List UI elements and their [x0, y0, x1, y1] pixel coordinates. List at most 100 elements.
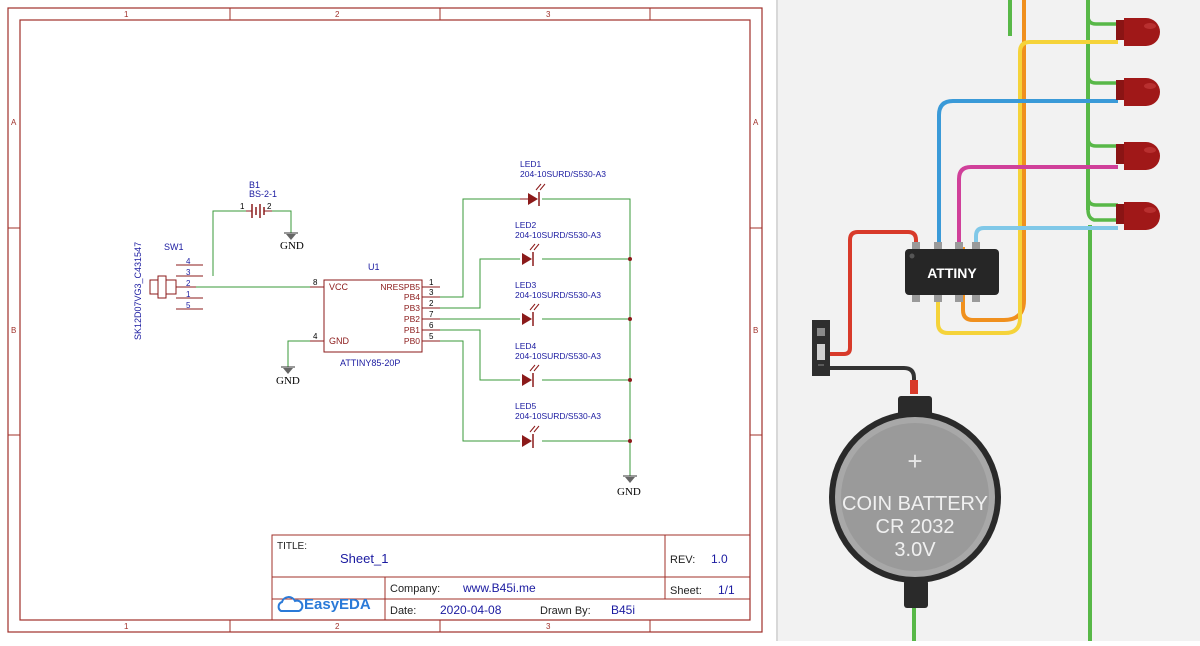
frame-labels: 1 2 3 1 2 3 A B A B: [11, 10, 759, 631]
schematic-panel: 1 2 3 1 2 3 A B A B: [0, 0, 778, 641]
gnd-symbol-mcu: GND: [276, 366, 300, 387]
mcu-pin-num: 2: [429, 299, 434, 308]
switch-pin: 5: [186, 301, 191, 310]
drawn-value: B45i: [611, 603, 635, 617]
led-red-1[interactable]: [1116, 18, 1160, 46]
wires: [196, 198, 631, 476]
switch-value: SK12D07VG3_C431547: [133, 242, 143, 340]
led-value: 204-10SURD/S530-A3: [515, 230, 601, 240]
mcu-pin-name: PB1: [404, 325, 420, 335]
mcu-vcc-pin: 8: [313, 278, 318, 287]
battery-line2: CR 2032: [876, 516, 955, 538]
mcu-pin-name: PB4: [404, 292, 420, 302]
led-value: 204-10SURD/S530-A3: [520, 169, 606, 179]
led-value: 204-10SURD/S530-A3: [515, 290, 601, 300]
mcu-pin-num: 7: [429, 310, 434, 319]
attiny-chip[interactable]: ATTINY: [905, 242, 999, 302]
sheet-value: 1/1: [718, 583, 735, 597]
slide-switch[interactable]: [812, 320, 830, 376]
yellow-wire: [936, 40, 1118, 335]
switch-pin: 4: [186, 257, 191, 266]
pin1-marker-icon: [909, 253, 915, 259]
led-ref: LED1: [520, 159, 542, 169]
mcu-gnd-pin: 4: [313, 332, 318, 341]
led-2[interactable]: LED2 204-10SURD/S530-A3: [515, 220, 601, 266]
sheet-frame: [7, 7, 763, 633]
date-value: 2020-04-08: [440, 603, 502, 617]
row-label-left: B: [11, 326, 16, 335]
chip-label: ATTINY: [927, 265, 977, 281]
led-1[interactable]: LED1 204-10SURD/S530-A3: [520, 159, 606, 206]
switch-pin: 2: [186, 279, 191, 288]
row-label-right: A: [753, 118, 759, 127]
col-label-top: 3: [546, 10, 551, 19]
mcu-u1[interactable]: U1 ATTINY85-20P VCC 8 GND 4 NRESPB5 PB4 …: [310, 262, 440, 368]
row-label-left: A: [11, 118, 17, 127]
led-4[interactable]: LED4 204-10SURD/S530-A3: [515, 341, 601, 387]
battery-b1[interactable]: B1 BS-2-1 1 2: [240, 180, 277, 218]
led-5[interactable]: LED5 204-10SURD/S530-A3: [515, 401, 601, 448]
col-label-bottom: 1: [124, 622, 129, 631]
mcu-vcc-label: VCC: [329, 282, 349, 292]
sheet-title: Sheet_1: [340, 551, 388, 566]
led-ref: LED5: [515, 401, 537, 411]
led-ref: LED2: [515, 220, 537, 230]
rev-value: 1.0: [711, 552, 728, 566]
title-block: [271, 534, 751, 621]
coin-battery[interactable]: + COIN BATTERY CR 2032 3.0V: [829, 396, 1001, 608]
mcu-pin-name: PB0: [404, 336, 420, 346]
gnd-symbol-leds: GND: [617, 475, 641, 498]
battery-pin2: 2: [267, 202, 272, 211]
led-red-4[interactable]: [1116, 202, 1160, 230]
col-label-top: 2: [335, 10, 340, 19]
title-label: TITLE:: [277, 541, 307, 552]
led-ground-wires: [1086, 15, 1118, 222]
title-block-text: TITLE: Sheet_1 REV: 1.0 Company: www.B45…: [277, 541, 735, 617]
mcu-pin-num: 6: [429, 321, 434, 330]
junction-dots: [628, 257, 632, 443]
switch-pin: 1: [186, 290, 191, 299]
breadboard-canvas[interactable]: ATTINY + COIN BATTERY CR 2032 3.0V: [778, 0, 1200, 641]
breadboard-panel: ATTINY + COIN BATTERY CR 2032 3.0V: [778, 0, 1200, 641]
company-value: www.B45i.me: [462, 581, 536, 595]
battery-ref: B1: [249, 180, 260, 190]
led-value: 204-10SURD/S530-A3: [515, 411, 601, 421]
schematic-canvas[interactable]: 1 2 3 1 2 3 A B A B: [0, 0, 778, 641]
switch-pin: 3: [186, 268, 191, 277]
battery-plus-terminal: [910, 380, 918, 394]
black-wire: [828, 366, 916, 390]
battery-value: BS-2-1: [249, 189, 277, 199]
drawn-label: Drawn By:: [540, 605, 591, 617]
battery-plus-icon: +: [907, 446, 922, 476]
mcu-pin-name: NRESPB5: [380, 282, 420, 292]
battery-line3: 3.0V: [894, 539, 936, 561]
mcu-gnd-label: GND: [329, 336, 350, 346]
blue-wire: [937, 99, 1118, 247]
gnd-symbol-battery: GND: [280, 232, 304, 252]
rev-label: REV:: [670, 554, 695, 566]
panel-divider: [776, 0, 778, 641]
led-ref: LED4: [515, 341, 537, 351]
switch-ref: SW1: [164, 242, 184, 252]
led-3[interactable]: LED3 204-10SURD/S530-A3: [515, 280, 601, 326]
mcu-pin-num: 3: [429, 288, 434, 297]
led-red-3[interactable]: [1116, 142, 1160, 170]
led-red-2[interactable]: [1116, 78, 1160, 106]
lightblue-wire: [974, 226, 1118, 247]
mcu-value: ATTINY85-20P: [340, 358, 400, 368]
cloud-icon: [277, 596, 304, 612]
orange-wire: [961, 0, 1026, 322]
col-label-bottom: 2: [335, 622, 340, 631]
gnd-label: GND: [617, 486, 641, 498]
row-label-right: B: [753, 326, 758, 335]
col-label-top: 1: [124, 10, 129, 19]
easyeda-logo: EasyEDA: [277, 596, 371, 613]
battery-pin1: 1: [240, 202, 245, 211]
date-label: Date:: [390, 605, 416, 617]
gnd-label: GND: [280, 240, 304, 252]
logo-text: EasyEDA: [304, 596, 371, 613]
switch-sw1[interactable]: SW1 SK12D07VG3_C431547 4 3 2 1 5: [133, 242, 203, 340]
magenta-wire: [957, 165, 1118, 247]
led-value: 204-10SURD/S530-A3: [515, 351, 601, 361]
mcu-pin-name: PB3: [404, 303, 420, 313]
